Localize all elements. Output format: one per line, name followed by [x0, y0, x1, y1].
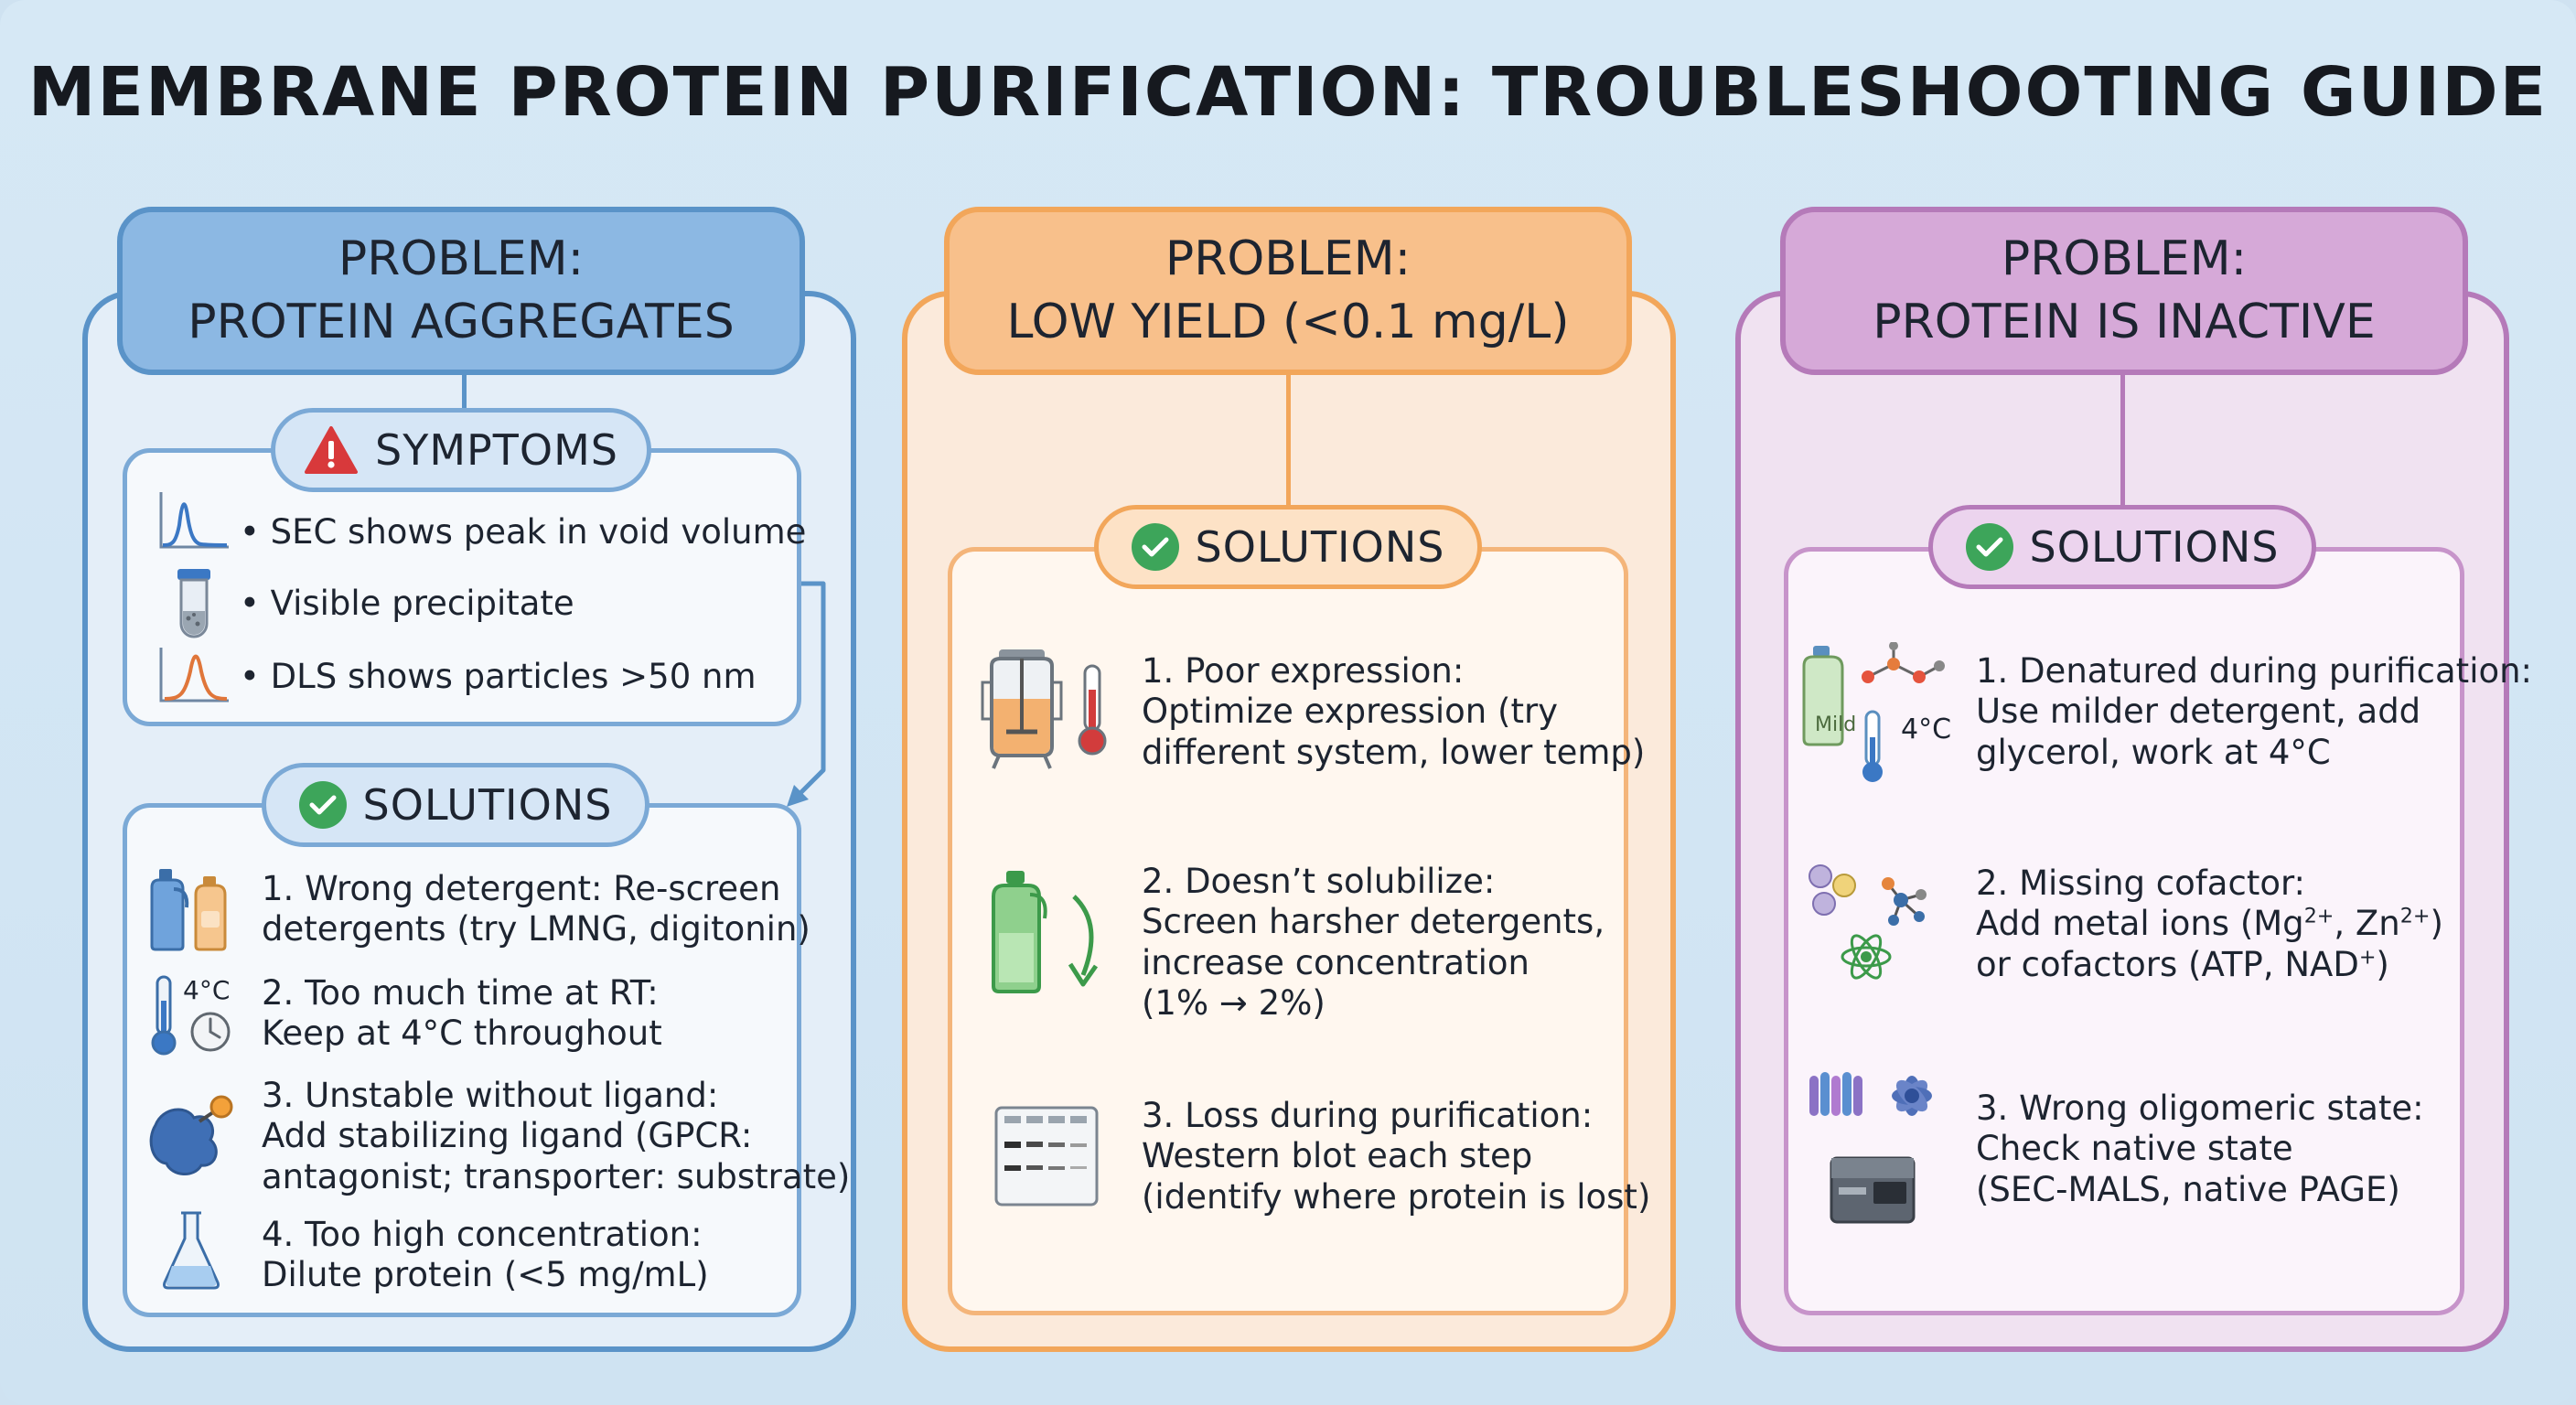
solution-text: 2. Too much time at RT: Keep at 4°C thro…	[262, 973, 662, 1055]
symptoms-label: SYMPTOMS	[375, 425, 618, 475]
text-part: Add metal ions (Mg	[1976, 904, 2304, 944]
superscript: +	[2358, 945, 2377, 970]
temperature-label: 4°C	[1901, 713, 1952, 745]
connector-line	[462, 375, 467, 410]
solutions-label: SOLUTIONS	[2029, 522, 2280, 572]
solution-line: glycerol, work at 4°C	[1976, 732, 2331, 772]
solution-text: 2. Doesn’t solubilize: Screen harsher de…	[1142, 862, 1605, 1024]
solution-line: (SEC-MALS, native PAGE)	[1976, 1169, 2400, 1209]
header-aggregates: PROBLEM: PROTEIN AGGREGATES	[117, 207, 805, 375]
thermometer-label: 4°C	[183, 975, 231, 1005]
solution-line: Check native state	[1976, 1129, 2293, 1169]
solution-line: 1. Poor expression:	[1142, 651, 1465, 691]
solution-line: 4. Too high concentration:	[262, 1215, 703, 1254]
symptom-text: • SEC shows peak in void volume	[240, 512, 807, 552]
solutions-panel	[123, 803, 801, 1317]
solution-line: 3. Loss during purification:	[1142, 1096, 1594, 1135]
check-icon	[298, 781, 347, 829]
solution-line: Keep at 4°C throughout	[262, 1014, 662, 1054]
thermometer-clock-icon	[146, 973, 256, 1061]
solution-line: increase concentration	[1142, 942, 1530, 982]
header-low-yield: PROBLEM: LOW YIELD (<0.1 mg/L)	[944, 207, 1632, 375]
header-line1: PROBLEM:	[338, 231, 585, 287]
header-inactive: PROBLEM: PROTEIN IS INACTIVE	[1780, 207, 2468, 375]
solution-line: Western blot each step	[1142, 1136, 1533, 1176]
solution-line: different system, lower temp)	[1142, 732, 1646, 772]
symptom-text: • DLS shows particles >50 nm	[240, 657, 757, 696]
solution-line: Screen harsher detergents,	[1142, 902, 1605, 942]
solution-line: (identify where protein is lost)	[1142, 1176, 1651, 1217]
solution-line: (1% → 2%)	[1142, 983, 1326, 1024]
solution-line: 1. Denatured during purification:	[1976, 651, 2533, 691]
superscript: 2+	[2303, 905, 2334, 929]
solution-line: antagonist; transporter: substrate)	[262, 1156, 851, 1196]
bioreactor-thermometer-icon	[979, 646, 1116, 778]
header-line1: PROBLEM:	[2001, 231, 2248, 287]
solution-line: 3. Wrong oligomeric state:	[1976, 1089, 2424, 1128]
solution-text: 2. Missing cofactor: Add metal ions (Mg2…	[1976, 863, 2443, 985]
solution-line: 2. Too much time at RT:	[262, 973, 659, 1013]
solution-line: Optimize expression (try	[1142, 692, 1559, 732]
text-part: )	[2376, 944, 2389, 984]
check-icon	[1965, 523, 2013, 571]
solutions-pill: SOLUTIONS	[262, 763, 649, 847]
check-icon	[1131, 523, 1179, 571]
arrow-to-solutions	[787, 581, 826, 807]
detergent-arrow-icon	[988, 869, 1116, 1001]
flask-icon	[159, 1209, 223, 1293]
metal-ions-cofactor-icon	[1806, 860, 1943, 992]
solution-text: 1. Poor expression: Optimize expression …	[1142, 651, 1645, 773]
solution-line: Use milder detergent, add	[1976, 692, 2421, 732]
header-line2: PROTEIN AGGREGATES	[188, 295, 735, 349]
connector-line	[1286, 375, 1291, 505]
solutions-label: SOLUTIONS	[1195, 522, 1445, 572]
bottle-label: Mild	[1815, 713, 1857, 736]
solution-line: Add stabilizing ligand (GPCR:	[262, 1116, 753, 1156]
mild-detergent-molecule-icon	[1802, 641, 1958, 792]
header-line2: PROTEIN IS INACTIVE	[1873, 295, 2376, 349]
oligomer-instrument-icon	[1804, 1067, 1950, 1235]
symptoms-pill: SYMPTOMS	[271, 408, 651, 492]
page-title: MEMBRANE PROTEIN PURIFICATION: TROUBLESH…	[27, 53, 2549, 132]
solution-line: or cofactors (ATP, NAD+)	[1976, 945, 2443, 985]
superscript: 2+	[2399, 905, 2431, 929]
western-blot-icon	[993, 1105, 1100, 1211]
solution-text: 1. Wrong detergent: Re-screen detergents…	[262, 869, 810, 950]
warning-icon	[304, 425, 359, 475]
solution-line: Add metal ions (Mg2+, Zn2+)	[1976, 904, 2443, 944]
solution-text: 3. Loss during purification: Western blo…	[1142, 1096, 1650, 1217]
solution-text: 3. Unstable without ligand: Add stabiliz…	[262, 1076, 850, 1197]
solution-line: 2. Missing cofactor:	[1976, 863, 2305, 903]
solution-line: 3. Unstable without ligand:	[262, 1076, 719, 1115]
solutions-pill: SOLUTIONS	[1094, 505, 1482, 589]
solution-line: detergents (try LMNG, digitonin)	[262, 909, 810, 949]
chromatogram-peak-icon	[157, 488, 231, 556]
solutions-pill: SOLUTIONS	[1928, 505, 2316, 589]
test-tube-icon	[176, 567, 212, 644]
dls-curve-icon	[157, 644, 231, 710]
protein-ligand-icon	[143, 1089, 243, 1184]
solutions-label: SOLUTIONS	[362, 780, 613, 830]
symptom-text: • Visible precipitate	[240, 584, 574, 623]
text-part: , Zn	[2334, 904, 2400, 944]
solution-line: 1. Wrong detergent: Re-screen	[262, 869, 781, 908]
detergent-bottles-icon	[146, 867, 238, 955]
text-part: or cofactors (ATP, NAD	[1976, 944, 2359, 984]
text-part: )	[2430, 904, 2443, 944]
solution-text: 1. Denatured during purification: Use mi…	[1976, 651, 2532, 773]
connector-line	[2120, 375, 2125, 505]
solution-line: 2. Doesn’t solubilize:	[1142, 862, 1496, 901]
header-line1: PROBLEM:	[1165, 231, 1411, 287]
header-line2: LOW YIELD (<0.1 mg/L)	[1006, 295, 1570, 349]
symptoms-panel	[123, 448, 801, 726]
solution-line: Dilute protein (<5 mg/mL)	[262, 1255, 709, 1295]
solution-text: 3. Wrong oligomeric state: Check native …	[1976, 1089, 2424, 1210]
solution-text: 4. Too high concentration: Dilute protei…	[262, 1215, 709, 1296]
